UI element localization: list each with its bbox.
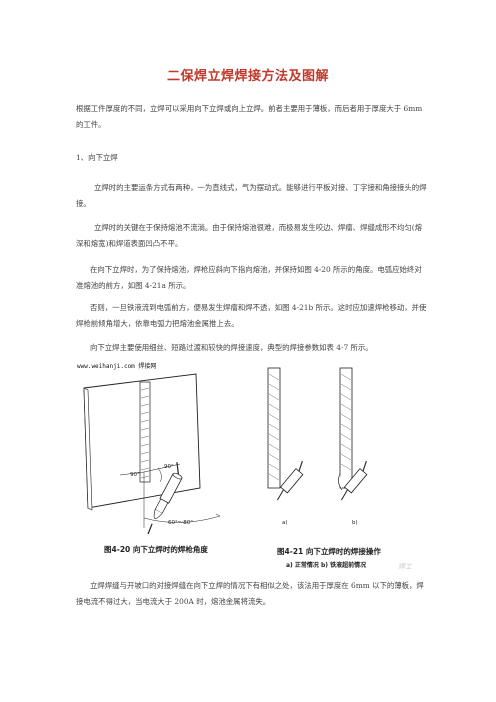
paragraph-overflow: 否则，一旦铁液流到电弧前方，便易发生焊瘤和焊不透，如图 4-21b 所示。这时应… [76, 303, 427, 328]
figure-4-21-subcaption: a) 正常情况 b) 铁液超前情况 [286, 562, 367, 569]
section-heading: 1、向下立焊 [76, 153, 118, 162]
page-title: 二保焊立焊焊接方法及图解 [166, 69, 329, 84]
angle-bottom-label: 60°～80° [168, 520, 193, 526]
paragraph-thin-plate: 立焊焊缝与开坡口的对接焊缝在向下立焊的情况下有相似之处，该法用于厚度在 6mm … [76, 581, 424, 606]
paragraph-methods: 立焊时的主要运条方式有两种，一为直线式，气为摆动式。能够进行平板对接、丁字接和角… [76, 183, 427, 208]
angle-top-label: 90° [164, 464, 174, 470]
paragraph-angle: 在向下立焊时，为了保持熔池，焊枪应斜向下指向熔池，并保持如图 4-20 所示的角… [76, 265, 422, 290]
torch-angle-diagram [83, 373, 221, 534]
watermark-ghost: 焊工 [398, 563, 412, 571]
subfigure-b-label: b) [352, 520, 358, 526]
angle-left-label: 90° [130, 472, 140, 478]
subfigure-a-label: a) [282, 520, 288, 526]
welding-operation-diagram [267, 367, 368, 501]
paragraph-intro: 根据工件厚度的不同，立焊可以采用向下立焊或向上立焊。前者主要用于薄板，而后者用于… [76, 104, 423, 129]
figure-watermark: www.weihanji.com 焊接网 [77, 363, 157, 370]
paragraph-params: 向下立焊主要使用细丝、短路过渡和较快的焊接速度，典型的焊接参数如表 4-7 所示… [90, 343, 373, 352]
figure-4-21-caption: 图4-21 向下立焊时的焊接操作 [277, 547, 381, 556]
figure-4-20-caption: 图4-20 向下立焊时的焊枪角度 [104, 545, 208, 554]
paragraph-key: 立焊时的关键在于保持熔池不流淌。由于保持熔池很难，而极易发生咬边、焊瘤、焊缝成形… [76, 223, 423, 248]
